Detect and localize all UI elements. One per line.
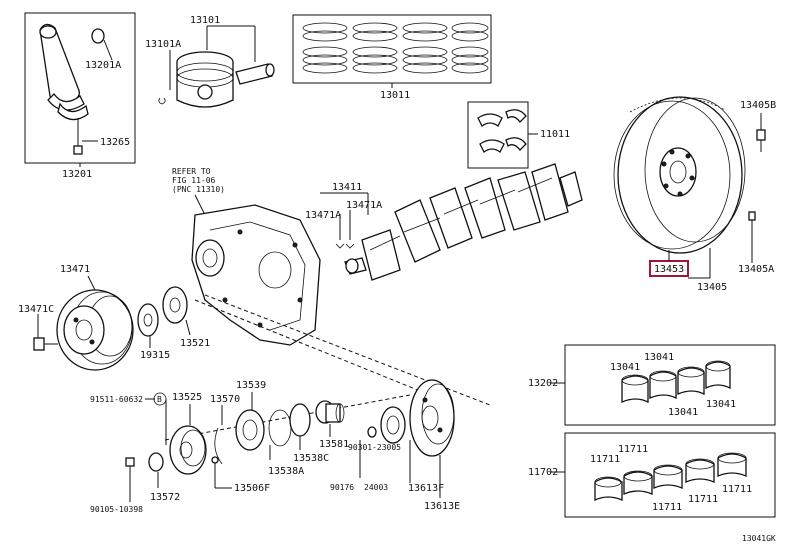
piston-group: 13101 13101A xyxy=(145,15,275,108)
crankshaft-group: 13411 13471A 13471A xyxy=(305,163,583,281)
label-13405: 13405 xyxy=(697,282,727,293)
label-13539: 13539 xyxy=(236,380,266,391)
label-19315: 19315 xyxy=(140,350,170,361)
label-90176: 90176 xyxy=(330,483,354,492)
label-13471C: 13471C xyxy=(18,304,54,315)
main-bearing-group: 13202 13041 13041 13041 13041 xyxy=(528,344,776,426)
label-91511-60632: 91511-60632 xyxy=(90,395,143,404)
label-13041-d: 13041 xyxy=(706,399,736,410)
label-13265: 13265 xyxy=(100,137,130,148)
label-13471A-upper: 13471A xyxy=(346,200,382,211)
label-24003: 24003 xyxy=(364,483,388,492)
label-13613E: 13613E xyxy=(424,501,460,512)
label-13405A: 13405A xyxy=(738,264,774,275)
label-13525: 13525 xyxy=(172,392,202,403)
label-13411: 13411 xyxy=(332,182,362,193)
label-13506F: 13506F xyxy=(234,483,270,494)
label-13041-c: 13041 xyxy=(668,407,698,418)
label-13201A: 13201A xyxy=(85,60,121,71)
label-11711-a: 11711 xyxy=(590,454,620,465)
pulley-group: 13471 13471C 19315 13521 xyxy=(18,264,491,441)
label-13101A: 13101A xyxy=(145,39,181,50)
label-11711-c: 11711 xyxy=(652,502,682,513)
label-13581: 13581 xyxy=(319,439,349,450)
label-13041-a: 13041 xyxy=(610,362,640,373)
label-13101: 13101 xyxy=(190,15,220,26)
thrust-washer-group: 11011 xyxy=(467,101,570,169)
label-13471: 13471 xyxy=(60,264,90,275)
label-11711-e: 11711 xyxy=(722,484,752,495)
rod-bearing-group: 11702 11711 11711 11711 11711 11711 xyxy=(528,432,776,518)
label-13570: 13570 xyxy=(210,394,240,405)
lower-parts-group: 91511-60632 B 13525 13570 13539 13538C 1… xyxy=(90,379,460,514)
label-11711-b: 11711 xyxy=(618,444,648,455)
ref-note-line1: REFER TO xyxy=(172,167,211,176)
ref-note-line2: FIG 11-06 xyxy=(172,176,216,185)
flywheel-group: 13405B 13405A 13453 13405 xyxy=(613,96,776,293)
label-13538A: 13538A xyxy=(268,466,304,477)
label-90301-23005: 90301-23005 xyxy=(348,443,401,452)
ref-note-line3: (PNC 11310) xyxy=(172,185,225,194)
label-13202: 13202 xyxy=(528,378,558,389)
label-13471A-left: 13471A xyxy=(305,210,341,221)
label-13453: 13453 xyxy=(654,264,684,275)
label-90105-10398: 90105-10398 xyxy=(90,505,143,514)
label-13011: 13011 xyxy=(380,90,410,101)
label-13201: 13201 xyxy=(62,169,92,180)
label-13538C: 13538C xyxy=(293,453,329,464)
label-B-circle: B xyxy=(157,395,162,404)
label-13405B: 13405B xyxy=(740,100,776,111)
piston-rings-group: 13011 xyxy=(292,14,492,101)
label-13613F: 13613F xyxy=(408,483,444,494)
diagram-code: 13041GK xyxy=(742,534,776,543)
label-11702: 11702 xyxy=(528,467,558,478)
label-13041-b: 13041 xyxy=(644,352,674,363)
timing-cover-group: REFER TO FIG 11-06 (PNC 11310) xyxy=(172,167,321,346)
label-11711-d: 11711 xyxy=(688,494,718,505)
label-13572: 13572 xyxy=(150,492,180,503)
label-11011: 11011 xyxy=(540,129,570,140)
connecting-rod-group: 13201A 13265 13201 xyxy=(24,12,136,180)
label-13521: 13521 xyxy=(180,338,210,349)
